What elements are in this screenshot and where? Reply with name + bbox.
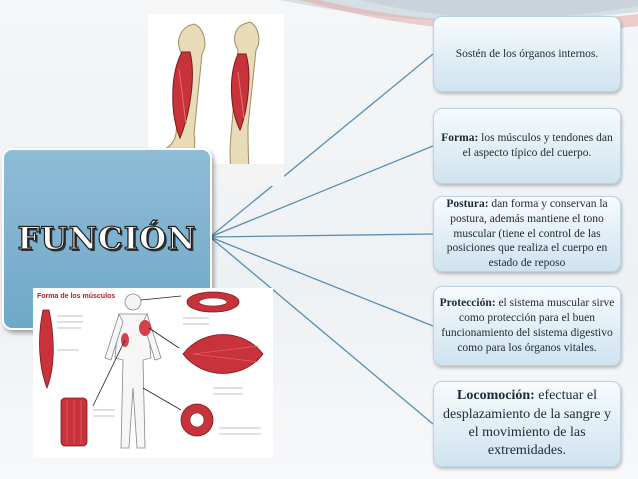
function-box-posture: Postura: dan forma y conservan la postur…: [433, 196, 621, 272]
function-label: Protección:: [439, 297, 496, 310]
function-text: Forma: los músculos y tendones dan el as…: [441, 132, 613, 159]
function-box-locomotion: Locomoción: efectuar el desplazamiento d…: [433, 381, 621, 467]
function-text: Postura: dan forma y conservan la postur…: [446, 197, 608, 270]
function-text: Protección: el sistema muscular sirve co…: [439, 297, 615, 354]
function-box-protection: Protección: el sistema muscular sirve co…: [433, 286, 621, 366]
function-box-shape: Forma: los músculos y tendones dan el as…: [433, 108, 621, 184]
muscle-figure-title: Forma de los músculos: [37, 293, 115, 300]
function-label: Forma:: [441, 132, 479, 145]
function-text: Locomoción: efectuar el desplazamiento d…: [443, 388, 611, 459]
muscle-shapes-illustration: Forma de los músculos: [33, 288, 273, 458]
function-box-support: Sostén de los órganos internos.: [433, 16, 621, 92]
function-text: Sostén de los órganos internos.: [455, 47, 599, 60]
main-title: FUNCIÓN: [17, 220, 197, 257]
function-label: Postura:: [446, 197, 489, 210]
function-label: Locomoción:: [457, 388, 535, 404]
